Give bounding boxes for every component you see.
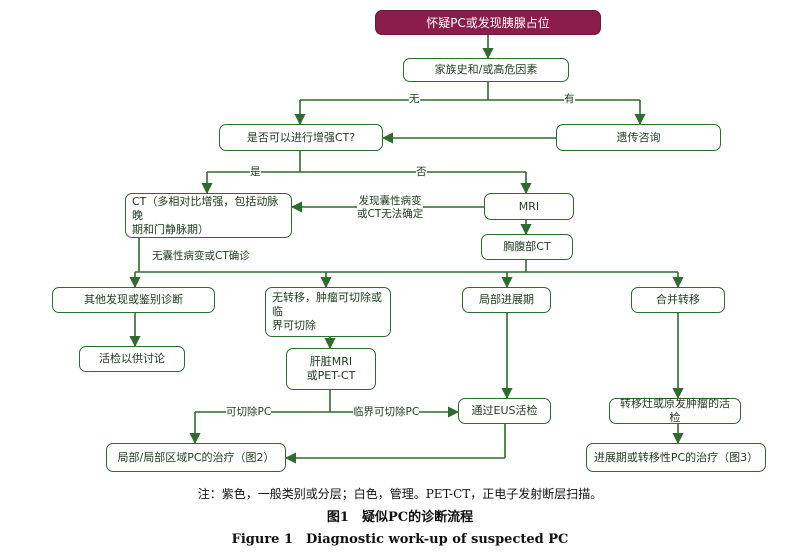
node-genetic-counseling: 遗传咨询 (556, 124, 721, 151)
node-start: 怀疑PC或发现胰腺占位 (375, 10, 601, 35)
node-local-treatment: 局部/局部区域PC的治疗（图2） (106, 443, 286, 472)
node-chest-abdomen-ct: 胸腹部CT (481, 234, 573, 260)
node-family-history: 家族史和/或高危因素 (403, 58, 569, 82)
node-locally-advanced: 局部进展期 (462, 287, 551, 313)
node-mri: MRI (484, 193, 574, 220)
node-liver-mri: 肝脏MRI 或PET-CT (286, 348, 376, 390)
figure-title-en: Figure 1 Diagnostic work-up of suspected… (231, 532, 569, 547)
edge-label-borderline: 临界可切除PC (353, 406, 420, 419)
edge-label-yes: 是 (250, 166, 261, 179)
node-metastasis-biopsy: 转移灶或原发肿瘤的活检 (609, 397, 741, 424)
edge-label-yes-has: 有 (564, 93, 575, 106)
edge-label-no-cystic: 无囊性病变或CT确诊 (152, 250, 250, 263)
node-advanced-treatment: 进展期或转移性PC的治疗（图3） (586, 443, 766, 472)
node-eus-biopsy: 通过EUS活检 (458, 398, 551, 424)
edge-label-no: 否 (416, 166, 427, 179)
edge-label-none: 无 (409, 93, 420, 106)
figure-title-cn: 图1 疑似PC的诊断流程 (326, 510, 474, 525)
node-metastatic: 合并转移 (631, 287, 725, 313)
edge-label-cystic-uncertain: 发现囊性病变 或CT无法确定 (357, 195, 424, 221)
node-other-findings: 其他发现或鉴别诊断 (52, 287, 215, 313)
node-biopsy-discussion: 活检以供讨论 (79, 346, 185, 372)
figure-note: 注：紫色，一般类别或分层；白色，管理。PET-CT，正电子发射断层扫描。 (197, 487, 603, 501)
node-no-metastasis: 无转移，肿瘤可切除或临 界可切除 (265, 287, 391, 337)
edge-label-resectable: 可切除PC (226, 406, 272, 419)
node-ct-multiphase: CT（多相对比增强，包括动脉晚 期和门静脉期） (125, 193, 292, 238)
node-enhanced-ct-question: 是否可以进行增强CT? (219, 124, 383, 151)
